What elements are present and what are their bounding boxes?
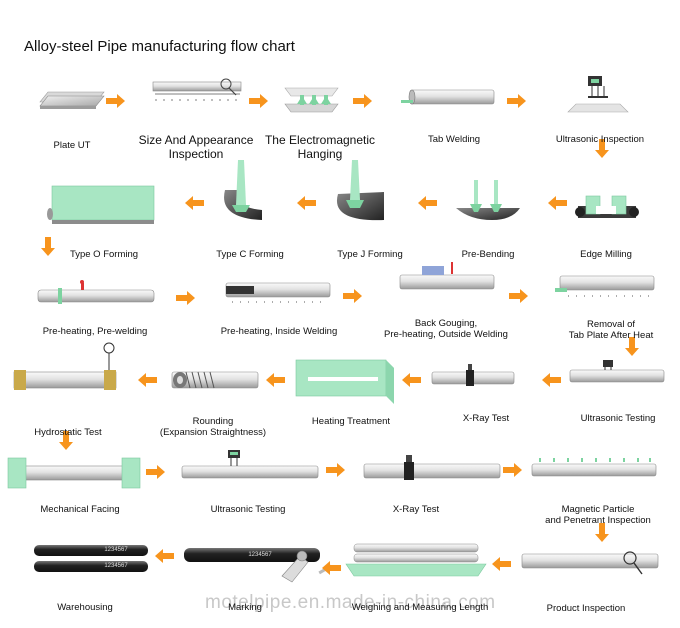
arrow-22 [503, 463, 522, 477]
arrow-16 [402, 373, 421, 387]
label-back-gouging: Back Gouging, Pre-heating, Outside Weldi… [384, 318, 508, 340]
product-inspection-graphic [521, 551, 659, 575]
arrow-5 [595, 139, 609, 158]
tab-welding-graphic [401, 89, 495, 105]
arrow-20 [146, 465, 165, 479]
label-weighing: Weighing and Measuring Length [351, 602, 489, 613]
label-xray-test-1: X-Ray Test [462, 413, 510, 424]
size-inspection-graphic [152, 78, 242, 101]
flow-arrows [41, 94, 639, 575]
arrow-11 [176, 291, 195, 305]
arrow-8 [297, 196, 316, 210]
chart-title: Alloy-steel Pipe manufacturing flow char… [24, 38, 295, 55]
back-gouging-graphic [399, 262, 495, 290]
arrow-14 [625, 337, 639, 356]
pre-bending-graphic [456, 180, 520, 220]
preheat-prewelding-graphic [37, 280, 155, 304]
arrow-15 [542, 373, 561, 387]
label-hydrostatic-test: Hydrostatic Test [34, 427, 102, 438]
ultrasonic-testing-2-graphic [181, 450, 319, 479]
type-j-forming-graphic [336, 160, 384, 221]
arrow-17 [266, 373, 285, 387]
arrow-9 [185, 196, 204, 210]
label-rounding: Rounding (Expansion Straightness) [159, 416, 267, 438]
pipe-mark-b: 1234567 [104, 563, 128, 569]
arrow-25 [322, 561, 341, 575]
label-size-inspection: Size And Appearance Inspection [138, 133, 254, 161]
magnetic-particle-graphic [531, 458, 657, 477]
removal-tab-graphic [555, 275, 655, 297]
label-heating-treatment: Heating Treatment [311, 416, 391, 427]
label-magnetic-particle: Magnetic Particle and Penetrant Inspecti… [545, 504, 651, 526]
ultrasonic-inspection-graphic [567, 76, 629, 113]
label-mechanical-facing: Mechanical Facing [40, 504, 120, 515]
label-edge-milling: Edge Milling [580, 249, 632, 260]
edge-milling-graphic [575, 195, 639, 218]
arrow-26 [155, 549, 174, 563]
label-ultrasonic-testing-1: Ultrasonic Testing [580, 413, 656, 424]
label-xray-test-2: X-Ray Test [392, 504, 440, 515]
arrow-2 [249, 94, 268, 108]
weighing-graphic [345, 543, 487, 577]
label-em-hanging: The Electromagnetic Hanging [264, 133, 376, 161]
arrow-10 [41, 237, 55, 256]
plate-ut-graphic [39, 91, 105, 109]
arrow-6 [548, 196, 567, 210]
arrow-1 [106, 94, 125, 108]
label-product-inspection: Product Inspection [546, 603, 626, 614]
arrow-24 [492, 557, 511, 571]
mechanical-facing-graphic [7, 457, 141, 489]
watermark: motelpipe.en.made-in-china.com [205, 592, 496, 613]
label-type-o-forming: Type O Forming [69, 249, 139, 260]
label-plate-ut: Plate UT [53, 140, 91, 151]
label-pre-bending: Pre-Bending [461, 249, 515, 260]
label-marking: Marking [228, 602, 262, 613]
label-type-j-forming: Type J Forming [337, 249, 403, 260]
warehousing-graphic [34, 545, 148, 572]
arrow-23 [595, 523, 609, 542]
arrow-21 [326, 463, 345, 477]
arrow-7 [418, 196, 437, 210]
arrow-13 [509, 289, 528, 303]
label-ultrasonic-testing-2: Ultrasonic Testing [210, 504, 286, 515]
ultrasonic-testing-1-graphic [569, 360, 665, 383]
em-hanging-graphic [284, 87, 339, 113]
label-warehousing: Warehousing [57, 602, 113, 613]
type-o-forming-graphic [47, 185, 155, 224]
pipe-mark-a: 1234567 [104, 547, 128, 553]
label-removal-tab: Removal of Tab Plate After Heat [568, 319, 654, 341]
arrow-19 [59, 431, 73, 450]
label-ultrasonic-inspection: Ultrasonic Inspection [555, 134, 645, 145]
arrow-12 [343, 289, 362, 303]
label-type-c-forming: Type C Forming [216, 249, 284, 260]
label-preheat-inside-welding: Pre-heating, Inside Welding [220, 326, 338, 337]
type-c-forming-graphic [224, 160, 262, 220]
preheat-inside-welding-graphic [225, 282, 331, 303]
arrow-18 [138, 373, 157, 387]
heating-treatment-graphic [295, 359, 394, 404]
arrow-3 [353, 94, 372, 108]
label-preheat-prewelding: Pre-heating, Pre-welding [42, 326, 148, 337]
pipe-mark-marking: 1234567 [248, 552, 272, 558]
arrow-4 [507, 94, 526, 108]
hydrostatic-test-graphic [13, 342, 117, 390]
rounding-graphic [171, 371, 259, 389]
xray-test-1-graphic [431, 364, 515, 386]
label-tab-welding: Tab Welding [427, 134, 481, 145]
xray-test-2-graphic [363, 455, 501, 480]
